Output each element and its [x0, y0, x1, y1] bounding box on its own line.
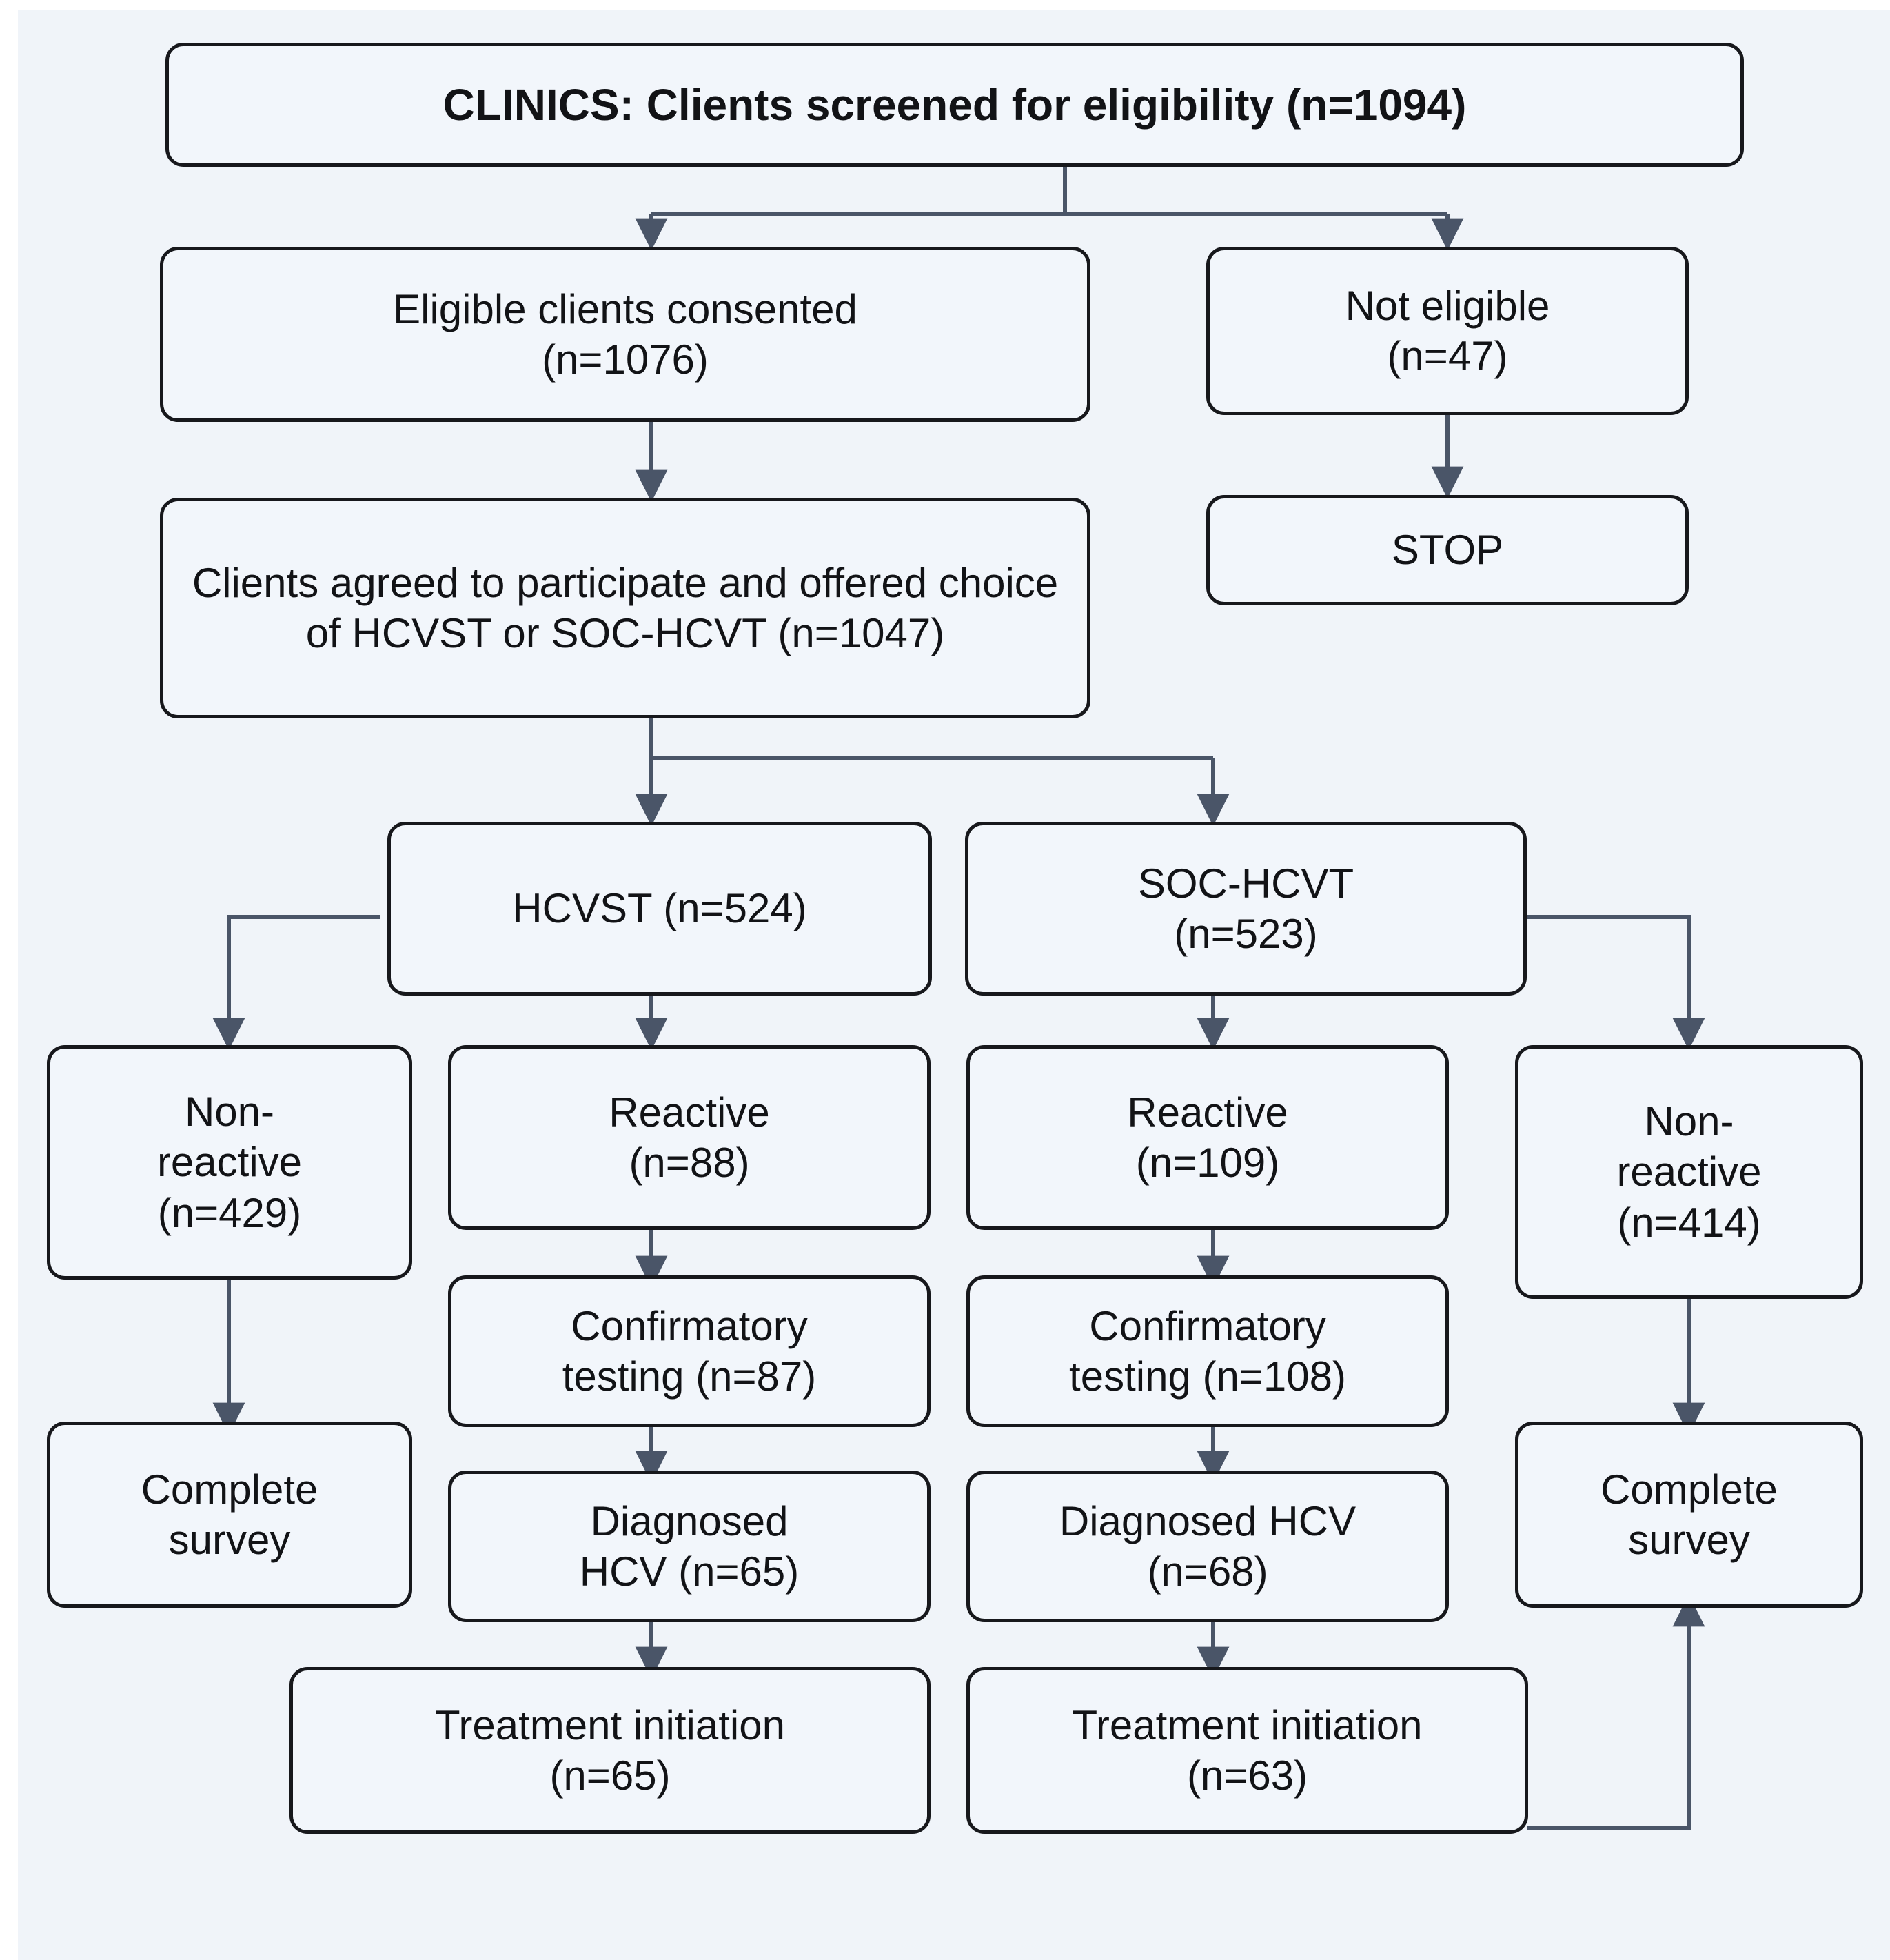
- edge-soc-treatment-survey: [1527, 1594, 1705, 1830]
- node-agreed-label: Clients agreed to participate and offere…: [192, 559, 1059, 656]
- node-hcvst-label: HCVST (n=524): [512, 885, 807, 932]
- node-hcvst-nonreactive-label: Non- reactive (n=429): [156, 1089, 303, 1236]
- node-hcvst-survey[interactable]: Complete survey: [47, 1422, 412, 1608]
- node-not-eligible[interactable]: Not eligible (n=47): [1206, 247, 1689, 415]
- node-soc-confirm-label: Confirmatory testing (n=108): [1069, 1302, 1346, 1400]
- node-consented-label: Eligible clients consented (n=1076): [393, 285, 857, 383]
- node-hcvst-treatment-label: Treatment initiation (n=65): [434, 1701, 785, 1799]
- node-stop-label: STOP: [1391, 527, 1504, 574]
- node-hcvst-diagnosed[interactable]: Diagnosed HCV (n=65): [448, 1471, 931, 1622]
- node-hcvst-nonreactive[interactable]: Non- reactive (n=429): [47, 1045, 412, 1280]
- node-hcvst[interactable]: HCVST (n=524): [387, 822, 932, 996]
- node-soc-nonreactive[interactable]: Non- reactive (n=414): [1515, 1045, 1863, 1299]
- node-soc-reactive[interactable]: Reactive (n=109): [966, 1045, 1449, 1230]
- node-hcvst-confirm-label: Confirmatory testing (n=87): [562, 1302, 817, 1400]
- node-soc-hcvt-label: SOC-HCVT (n=523): [1137, 860, 1354, 957]
- node-soc-survey[interactable]: Complete survey: [1515, 1422, 1863, 1608]
- edge-hcvst-nonreactive: [212, 915, 380, 1051]
- node-soc-diagnosed[interactable]: Diagnosed HCV (n=68): [966, 1471, 1449, 1622]
- node-stop[interactable]: STOP: [1206, 495, 1689, 605]
- node-soc-nonreactive-label: Non- reactive (n=414): [1616, 1098, 1762, 1246]
- node-hcvst-confirm[interactable]: Confirmatory testing (n=87): [448, 1275, 931, 1427]
- node-agreed[interactable]: Clients agreed to participate and offere…: [160, 498, 1090, 718]
- node-hcvst-treatment[interactable]: Treatment initiation (n=65): [289, 1667, 931, 1834]
- node-soc-reactive-label: Reactive (n=109): [1127, 1089, 1288, 1186]
- node-hcvst-survey-label: Complete survey: [141, 1466, 318, 1563]
- node-hcvst-reactive[interactable]: Reactive (n=88): [448, 1045, 931, 1230]
- node-soc-hcvt[interactable]: SOC-HCVT (n=523): [965, 822, 1527, 996]
- node-screened-label: CLINICS: Clients screened for eligibilit…: [443, 79, 1467, 130]
- node-soc-survey-label: Complete survey: [1601, 1466, 1778, 1563]
- node-soc-diagnosed-label: Diagnosed HCV (n=68): [1059, 1497, 1356, 1595]
- node-not-eligible-label: Not eligible (n=47): [1345, 282, 1550, 379]
- node-screened[interactable]: CLINICS: Clients screened for eligibilit…: [165, 43, 1744, 167]
- node-hcvst-reactive-label: Reactive (n=88): [609, 1089, 770, 1186]
- node-hcvst-diagnosed-label: Diagnosed HCV (n=65): [579, 1497, 800, 1595]
- node-consented[interactable]: Eligible clients consented (n=1076): [160, 247, 1090, 422]
- edge-soc-nonreactive: [1527, 915, 1705, 1051]
- node-soc-treatment[interactable]: Treatment initiation (n=63): [966, 1667, 1528, 1834]
- node-soc-treatment-label: Treatment initiation (n=63): [1072, 1701, 1423, 1799]
- node-soc-confirm[interactable]: Confirmatory testing (n=108): [966, 1275, 1449, 1427]
